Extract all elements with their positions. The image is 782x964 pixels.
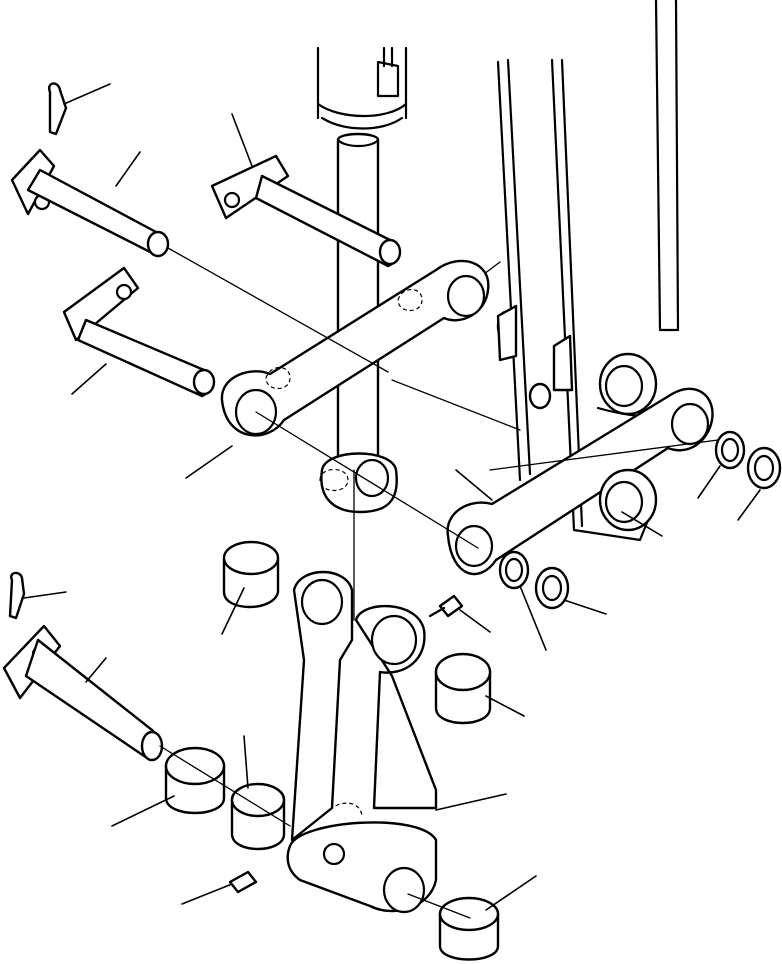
upper-left-link <box>222 261 488 435</box>
pin-lower-left <box>4 626 162 760</box>
cotter-pin-lower <box>10 573 24 618</box>
alignment-lines <box>160 248 718 918</box>
bushing-a <box>224 542 278 607</box>
rear-boss <box>600 354 656 530</box>
bushing-d <box>232 784 284 849</box>
grease-fitting-lower <box>230 872 256 892</box>
lower-h-link <box>288 572 436 912</box>
upper-washers <box>498 306 572 408</box>
grease-fitting-upper <box>430 596 462 616</box>
pin-upper-middle <box>212 156 400 266</box>
cotter-pin-upper <box>49 83 66 134</box>
leader-lines <box>24 84 760 910</box>
bushing-c <box>166 748 224 813</box>
bushing-e <box>440 898 498 960</box>
right-washers <box>500 432 780 608</box>
arm-column <box>318 0 690 540</box>
pin-middle-left <box>64 268 214 396</box>
pin-upper-left <box>12 150 168 256</box>
bushing-b <box>436 654 490 723</box>
